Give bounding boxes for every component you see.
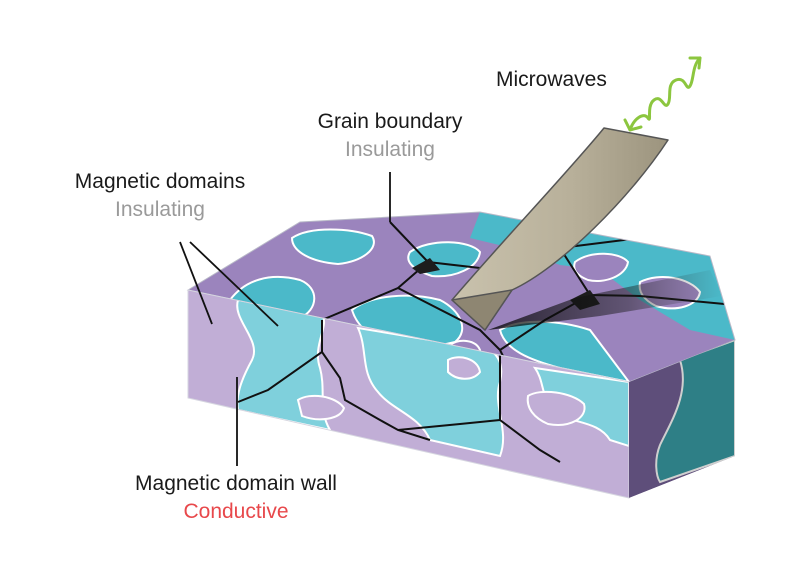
sample-side-face xyxy=(188,290,629,498)
grain-boundary-title: Grain boundary xyxy=(317,110,463,133)
side-domain-purple xyxy=(526,390,586,426)
sample-end-face xyxy=(629,340,735,498)
microwave-wave-icon xyxy=(623,56,702,132)
side-domain-purple xyxy=(296,394,346,421)
magnetic-domains-property: Insulating xyxy=(115,198,205,221)
boundary-groove xyxy=(412,258,440,274)
domain-wall-callout: Magnetic domain wall Conductive xyxy=(96,472,376,524)
probe-shadow xyxy=(488,270,722,330)
leader-magnetic-domains-a xyxy=(179,241,213,325)
grain-boundary-callout: Grain boundary Insulating xyxy=(260,110,520,162)
leader-magnetic-domains-b xyxy=(189,241,279,327)
microwave-probe xyxy=(451,127,669,331)
magnetic-domains-title: Magnetic domains xyxy=(74,170,246,193)
domain-wall-title: Magnetic domain wall xyxy=(135,472,337,495)
end-domain-teal xyxy=(655,340,735,484)
side-domain-purple xyxy=(447,356,482,380)
magnetic-domains-callout: Magnetic domains Insulating xyxy=(40,170,280,222)
microwaves-label: Microwaves xyxy=(496,68,607,91)
domain-wall-property: Conductive xyxy=(183,500,289,523)
grain-boundaries-side xyxy=(237,320,561,463)
leader-lines xyxy=(179,172,391,466)
grain-boundary-property: Insulating xyxy=(345,138,435,161)
top-domain-teal xyxy=(290,228,375,266)
